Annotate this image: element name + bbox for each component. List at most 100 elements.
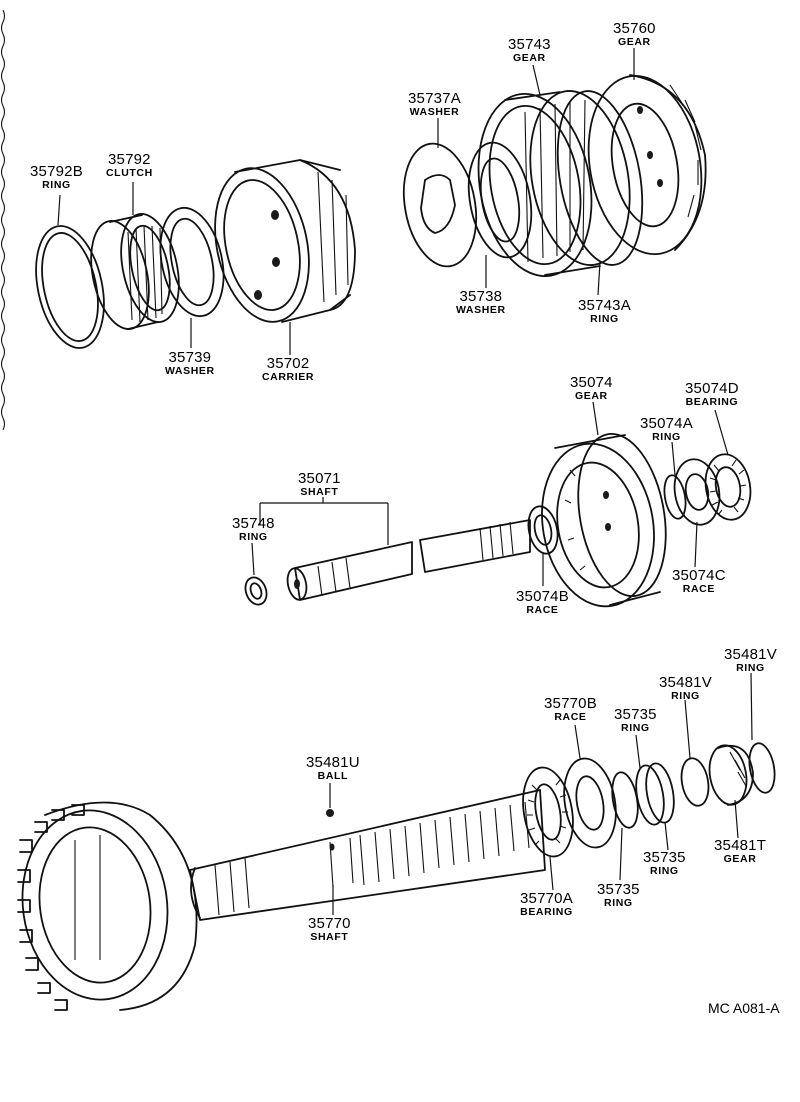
part-name: RING [604, 897, 633, 909]
part-name: RING [239, 531, 268, 543]
part-name: SHAFT [300, 486, 339, 498]
gear-35743-drawing [477, 90, 631, 278]
part-name: BEARING [520, 906, 573, 918]
part-number: 35737A [408, 90, 461, 107]
part-name: GEAR [574, 390, 608, 402]
race-35770b-drawing [563, 757, 617, 849]
part-number: 35074 [570, 374, 613, 391]
part-number: 35743A [578, 297, 631, 314]
part-name: WASHER [409, 106, 460, 118]
part-name: GEAR [512, 52, 546, 64]
illustration-code: MC A081-A [708, 1000, 780, 1016]
part-name: WASHER [165, 365, 215, 377]
part-number: 35074C [672, 567, 726, 584]
label-35702: 35702 CARRIER [262, 356, 314, 383]
part-number: 35481T [714, 837, 767, 854]
bearing-35770a-drawing [522, 766, 574, 858]
part-number: 35739 [168, 349, 212, 366]
part-name: RING [652, 431, 681, 443]
part-number: 35074A [640, 415, 693, 432]
ball-35481u-drawing [326, 809, 334, 817]
part-name: CARRIER [262, 371, 315, 383]
part-number: 35748 [232, 515, 275, 532]
shaft-35071-drawing [259, 497, 531, 601]
part-number: 35770A [520, 890, 573, 907]
ring-35481v-lower-drawing [680, 757, 710, 807]
part-number: 35770 [308, 915, 351, 932]
label-35071: 35071 SHAFT [298, 471, 341, 498]
clutch-35792-drawing [90, 213, 180, 330]
part-name: BEARING [685, 396, 739, 408]
part-name: GEAR [723, 853, 757, 865]
part-name: RING [621, 722, 650, 734]
label-35770: 35770 SHAFT [308, 916, 351, 943]
label-35743a: 35743A RING [578, 298, 631, 325]
shaft-35770-drawing [17, 789, 546, 1011]
label-35074b: 35074B RACE [516, 589, 569, 616]
part-name: CLUTCH [106, 167, 153, 179]
ring-35743a-drawing [556, 90, 644, 266]
part-name: RING [650, 865, 679, 877]
label-35481t: 35481T GEAR [714, 838, 766, 865]
part-name: RING [671, 690, 700, 702]
label-35770a: 35770A BEARING [520, 891, 573, 918]
part-name: RACE [526, 604, 559, 616]
label-35074d: 35074D BEARING [685, 381, 739, 408]
part-name: RING [736, 662, 765, 674]
label-35481v-upper: 35481V RING [724, 647, 777, 674]
gear-35481t-drawing [708, 744, 754, 806]
label-35792b: 35792B RING [30, 164, 83, 191]
part-number: 35760 [613, 20, 656, 37]
label-35481v-lower: 35481V RING [659, 675, 712, 702]
gear-35760-drawing [587, 74, 707, 256]
part-name: SHAFT [310, 931, 349, 943]
part-number: 35743 [508, 36, 551, 53]
part-number: 35770B [544, 695, 597, 712]
carrier-35702-drawing [214, 159, 356, 323]
part-number: 35792B [30, 163, 83, 180]
ring-35748-drawing [244, 576, 268, 606]
label-35748: 35748 RING [232, 516, 275, 543]
label-35074c: 35074C RACE [672, 568, 726, 595]
label-35735-lower: 35735 RING [597, 882, 640, 909]
washer-35739-drawing [159, 206, 225, 318]
label-35074a: 35074A RING [640, 416, 693, 443]
part-number: 35481V [724, 646, 777, 663]
label-35481u: 35481U BALL [306, 755, 360, 782]
label-35738: 35738 WASHER [456, 289, 506, 316]
part-number: 35735 [597, 881, 640, 898]
part-name: RING [590, 313, 619, 325]
label-35737a: 35737A WASHER [408, 91, 461, 118]
race-35074c-drawing [673, 458, 721, 526]
part-name: GEAR [617, 36, 651, 48]
part-number: 35074B [516, 588, 569, 605]
label-35743: 35743 GEAR [508, 37, 551, 64]
part-name: RING [42, 179, 71, 191]
ring-35074a-drawing [663, 474, 687, 520]
scan-edge [0, 9, 6, 431]
part-name: RACE [554, 711, 587, 723]
gear-35074-drawing [541, 433, 667, 608]
part-number: 35481U [306, 754, 360, 771]
part-number: 35735 [643, 849, 686, 866]
part-number: 35702 [266, 355, 310, 372]
washer-35737a-drawing [402, 142, 478, 268]
label-35760: 35760 GEAR [613, 21, 656, 48]
label-35739: 35739 WASHER [165, 350, 215, 377]
ring-35792b-drawing [35, 225, 105, 349]
part-number: 35071 [298, 470, 341, 487]
label-35735-upper: 35735 RING [614, 707, 657, 734]
label-35792: 35792 CLUTCH [106, 152, 153, 179]
label-35074: 35074 GEAR [570, 375, 613, 402]
label-35770b: 35770B RACE [544, 696, 597, 723]
bearing-35074d-drawing [704, 453, 752, 521]
part-number: 35074D [685, 380, 739, 397]
label-35735-middle: 35735 RING [643, 850, 686, 877]
part-number: 35481V [659, 674, 712, 691]
part-number: 35738 [459, 288, 503, 305]
part-name: BALL [317, 770, 349, 782]
ring-35735-upper-drawing [635, 762, 675, 826]
part-name: RACE [682, 583, 715, 595]
part-name: WASHER [456, 304, 506, 316]
